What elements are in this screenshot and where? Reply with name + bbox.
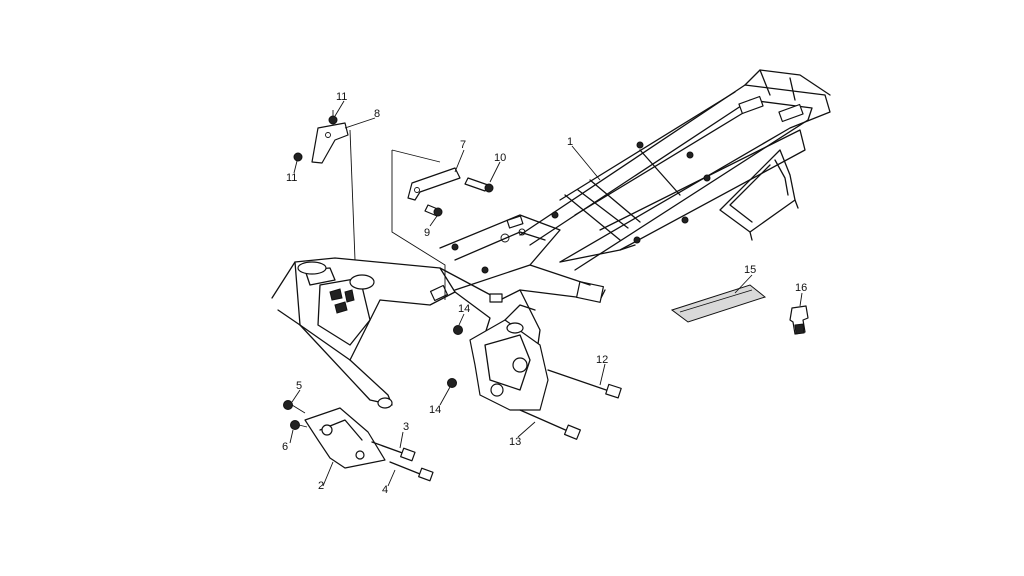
callout-10: 10 bbox=[494, 152, 506, 164]
leader-lines bbox=[289, 100, 803, 487]
callout-4: 4 bbox=[382, 484, 388, 496]
callout-3: 3 bbox=[403, 421, 409, 433]
plate-part-15 bbox=[670, 284, 767, 323]
callout-8: 8 bbox=[374, 108, 380, 120]
callout-12: 12 bbox=[596, 354, 608, 366]
bracket-part-8 bbox=[293, 110, 356, 261]
callout-9: 9 bbox=[424, 227, 430, 239]
main-frame bbox=[271, 69, 831, 411]
callout-5: 5 bbox=[296, 380, 302, 392]
clip-part-16 bbox=[789, 305, 809, 335]
callout-15: 15 bbox=[744, 264, 756, 276]
callout-6: 6 bbox=[282, 441, 288, 453]
engine-mount-part-2 bbox=[283, 400, 434, 482]
callout-labels: 1 2 3 4 5 6 7 8 9 10 11 11 12 13 14 14 1… bbox=[282, 91, 807, 496]
callout-16: 16 bbox=[795, 282, 807, 294]
callout-11-left: 11 bbox=[286, 172, 297, 184]
callout-13: 13 bbox=[509, 436, 521, 448]
callout-7: 7 bbox=[460, 139, 466, 151]
callout-14-upper: 14 bbox=[458, 303, 470, 315]
callout-14-lower: 14 bbox=[429, 404, 441, 416]
callout-2: 2 bbox=[318, 480, 324, 492]
callout-1: 1 bbox=[567, 136, 573, 148]
bracket-part-7 bbox=[391, 149, 494, 300]
pivot-bolts bbox=[447, 325, 622, 440]
callout-11-top: 11 bbox=[336, 91, 347, 103]
